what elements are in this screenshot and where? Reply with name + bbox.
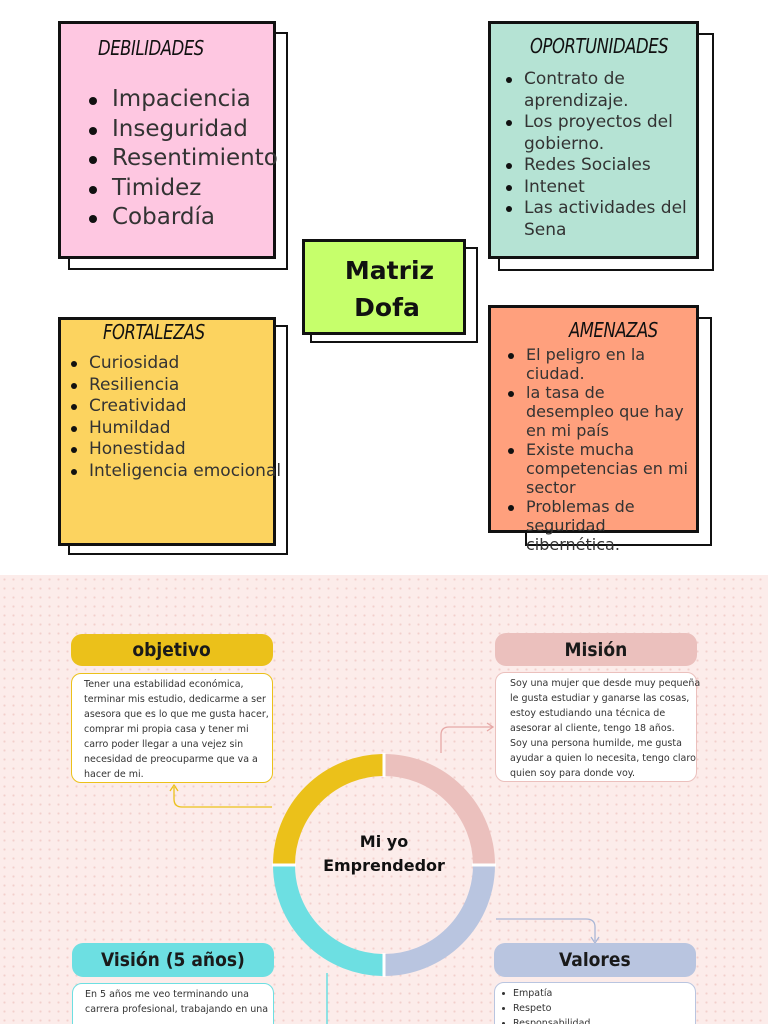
vision-textbox: En 5 años me veo terminando una carrera p… (72, 983, 274, 1024)
debilidades-item: Cobardía (85, 203, 278, 233)
objetivo-text-line: asesora que es lo que me gusta hacer, (84, 709, 269, 720)
oportunidades-list: Contrato de aprendizaje.Los proyectos de… (504, 69, 694, 241)
ring-segment-vision (273, 864, 385, 976)
valores-title: Valores (559, 949, 631, 971)
mision-title: Misión (564, 638, 628, 661)
objetivo-text-line: terminar mis estudio, dedicarme a ser (84, 694, 266, 705)
debilidades-item: Timidez (85, 174, 278, 204)
oportunidades-item: Intenet (504, 177, 694, 199)
debilidades-item: Impaciencia (85, 85, 278, 115)
mision-text-line: asesorar al cliente, tengo 18 años. (510, 723, 675, 734)
ring-center-label-line1: Mi yo (359, 832, 409, 851)
debilidades-title: DEBILIDADES (98, 36, 204, 60)
connector-objetivo (173, 787, 272, 808)
amenazas-item: Problemas de seguridad cibernética. (506, 497, 696, 554)
debilidades-item: Inseguridad (85, 115, 278, 145)
ring-diagram (169, 722, 600, 1024)
vision-title: Visión (5 años) (101, 949, 245, 971)
objetivo-text-line: Tener una estabilidad económica, (84, 679, 244, 690)
vision-text-line: En 5 años me veo terminando una (85, 989, 249, 1000)
debilidades-item: Resentimiento (85, 144, 278, 174)
emprendedor-section: Mi yo Emprendedor objetivo Tener una est… (0, 575, 768, 1024)
valores-item: Responsabilidad (499, 1016, 685, 1024)
ring-segment-valores (383, 864, 495, 976)
valores-item: Empatía (499, 986, 685, 1001)
amenazas-item: Existe mucha competencias en mi sector (506, 440, 696, 497)
objetivo-text-line: carro poder llegar a una vejez sin (84, 739, 244, 750)
mision-text-line: le gusta estudiar y ganarse las cosas, (510, 693, 690, 704)
oportunidades-title: OPORTUNIDADES (530, 34, 669, 58)
mision-text: Soy una mujer que desde muy pequeña le gu… (510, 676, 701, 781)
amenazas-title: AMENAZAS (569, 318, 658, 342)
matriz-dofa-title-line1: Matriz (344, 256, 435, 285)
valores-header: Valores (494, 943, 696, 977)
matriz-dofa-card-body: Matriz Dofa (302, 239, 466, 335)
ring-segment-mision (383, 754, 495, 866)
fortalezas-item: Inteligencia emocional (69, 461, 281, 483)
matriz-dofa-card: Matriz Dofa (302, 239, 480, 345)
fortalezas-item: Humildad (69, 418, 279, 440)
amenazas-item: El peligro en la ciudad. (506, 345, 696, 383)
connector-objetivo-arrow (169, 783, 179, 792)
connector-mision-arrow (486, 722, 495, 732)
objetivo-text-line: necesidad de preocuparme que va a (84, 754, 258, 765)
matriz-dofa-title-line2: Dofa (354, 293, 420, 322)
amenazas-card-body: AMENAZAS El peligro en la ciudad.la tasa… (488, 305, 699, 554)
amenazas-card: AMENAZAS El peligro en la ciudad.la tasa… (488, 305, 714, 554)
mision-text-line: Soy una mujer que desde muy pequeña (510, 678, 701, 689)
matriz-dofa-title: Matriz Dofa (305, 252, 469, 326)
mision-text-line: quien soy para donde voy. (510, 768, 636, 779)
amenazas-list: El peligro en la ciudad.la tasa de desem… (506, 345, 696, 554)
mision-textbox: Soy una mujer que desde muy pequeña le gu… (495, 672, 701, 782)
oportunidades-card-body: OPORTUNIDADES Contrato de aprendizaje.Lo… (488, 21, 699, 259)
oportunidades-item: Los proyectos del gobierno. (504, 112, 694, 155)
fortalezas-title: FORTALEZAS (103, 320, 205, 344)
fortalezas-item: Resiliencia (69, 375, 279, 397)
valores-item: Respeto (499, 1001, 685, 1016)
objetivo-text: Tener una estabilidad económica, terminar… (84, 677, 269, 782)
fortalezas-item: Honestidad (69, 439, 279, 461)
objetivo-text-line: comprar mi propia casa y tener mi (84, 724, 249, 735)
fortalezas-item: Curiosidad (69, 353, 279, 375)
ring-center-label-line2: Emprendedor (323, 856, 445, 875)
connector-mision (440, 726, 492, 753)
amenazas-item: la tasa de desempleo que hay en mi país (506, 383, 696, 440)
vision-header: Visión (5 años) (72, 943, 274, 977)
ring-center-label: Mi yo Emprendedor (314, 830, 454, 878)
vision-text: En 5 años me veo terminando una carrera p… (85, 987, 269, 1017)
oportunidades-item: Las actividades del Sena (504, 198, 694, 241)
connector-valores (496, 918, 596, 941)
oportunidades-item: Contrato de aprendizaje. (504, 69, 694, 112)
ring-segment-objetivo (273, 754, 385, 866)
objetivo-text-line: hacer de mi. (84, 769, 144, 780)
fortalezas-item: Creatividad (69, 396, 279, 418)
mision-text-line: ayudar a quien lo necesita, tengo claro (510, 753, 696, 764)
oportunidades-item: Redes Sociales (504, 155, 694, 177)
vision-text-line: carrera profesional, trabajando en una (85, 1004, 269, 1015)
mision-text-line: estoy estudiando una técnica de (510, 708, 666, 719)
objetivo-header: objetivo (71, 634, 273, 666)
oportunidades-card: OPORTUNIDADES Contrato de aprendizaje.Lo… (488, 21, 716, 271)
mision-header: Misión (495, 633, 697, 666)
objetivo-textbox: Tener una estabilidad económica, terminar… (71, 673, 273, 783)
objetivo-title: objetivo (132, 639, 212, 661)
mision-text-line: Soy una persona humilde, me gusta (510, 738, 682, 749)
